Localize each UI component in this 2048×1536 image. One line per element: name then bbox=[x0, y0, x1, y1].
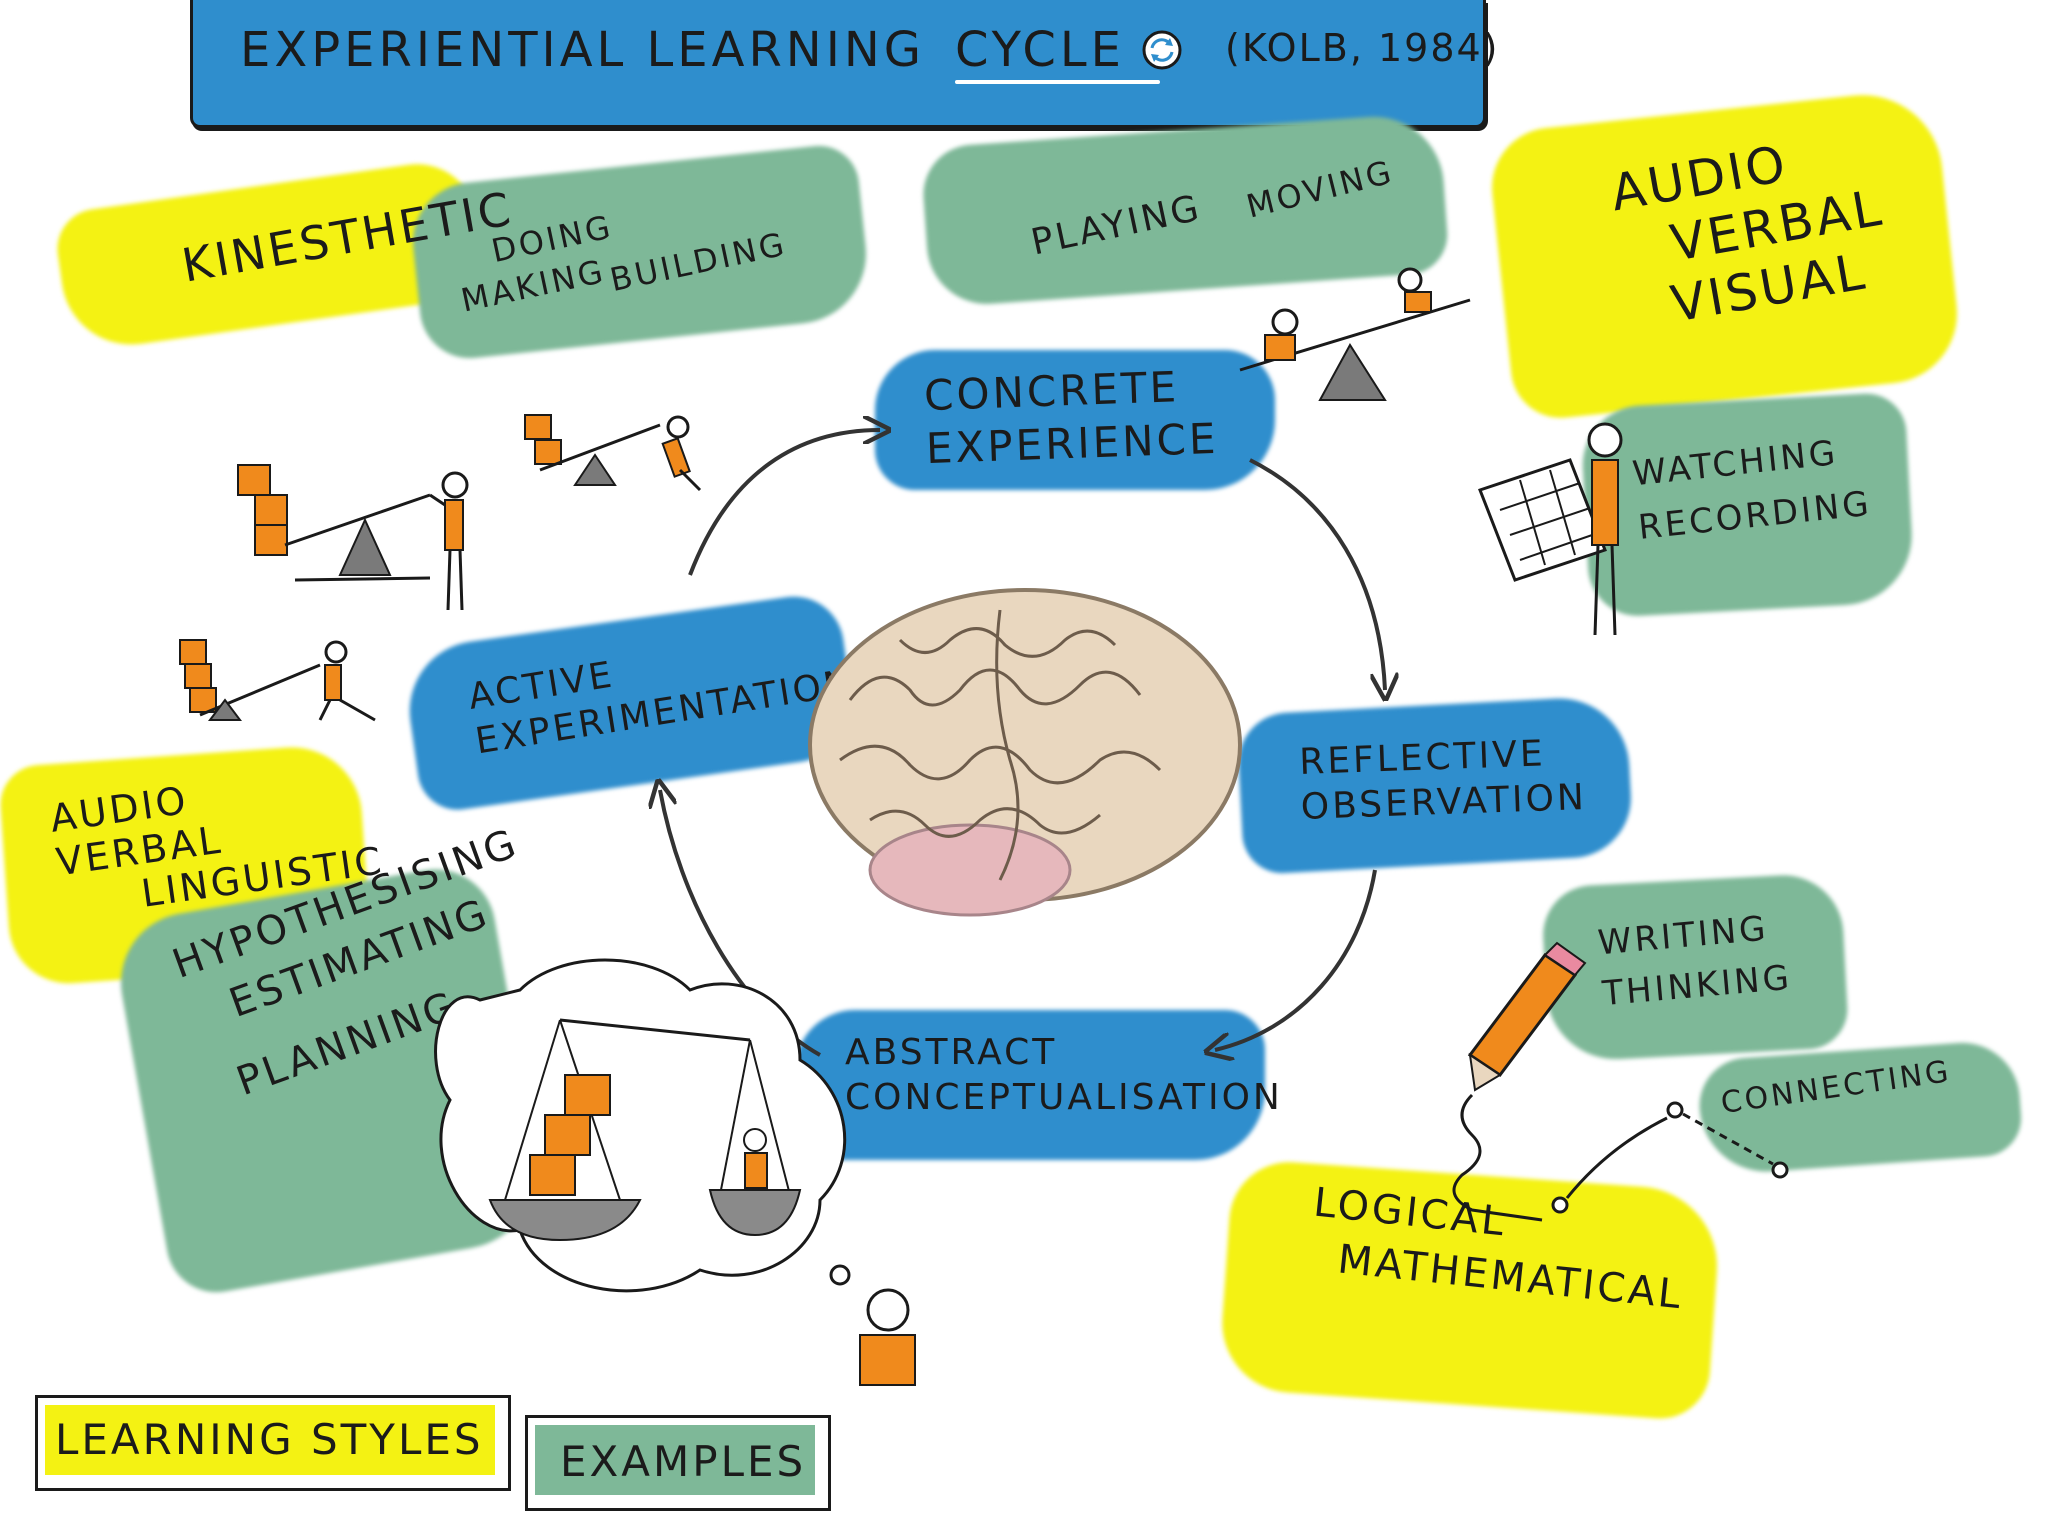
thought-bubble-scales bbox=[434, 958, 851, 1293]
concrete-experience-highlight bbox=[875, 350, 1275, 490]
title-banner bbox=[190, 0, 1486, 128]
seesaw-blocks-large bbox=[237, 464, 469, 611]
legend-styles-swatch bbox=[45, 1405, 495, 1475]
abstract-conceptualisation-highlight bbox=[795, 1010, 1265, 1160]
arrow-active-to-concrete bbox=[688, 430, 880, 576]
seesaw-people bbox=[1239, 267, 1471, 401]
title-citation: (KOLB, 1984) bbox=[1225, 26, 1500, 70]
seesaw-blocks-small bbox=[524, 414, 702, 492]
abstract-line-2: CONCEPTUALISATION bbox=[845, 1077, 1283, 1118]
title-underline bbox=[955, 80, 1160, 84]
abstract-conceptualisation-label: ABSTRACT CONCEPTUALISATION bbox=[845, 1030, 1283, 1120]
seesaw-blocks-pushing bbox=[179, 639, 376, 722]
title-cycle-word: CYCLE bbox=[955, 22, 1125, 78]
pencil-illustration bbox=[1452, 941, 1587, 1222]
thinking-person bbox=[859, 1288, 916, 1386]
abstract-line-1: ABSTRACT bbox=[845, 1032, 1058, 1073]
cycle-arrows-icon bbox=[1142, 30, 1182, 70]
title-text: EXPERIENTIAL LEARNING bbox=[240, 22, 925, 78]
person-with-chart bbox=[1478, 422, 1623, 636]
arrow-concrete-to-reflective bbox=[1249, 458, 1385, 690]
arrow-reflective-to-abstract bbox=[1215, 869, 1377, 1050]
legend-examples-swatch bbox=[535, 1425, 815, 1495]
legend-examples-label: EXAMPLES bbox=[560, 1437, 807, 1486]
brain-illustration bbox=[808, 588, 1242, 917]
connected-dots bbox=[1551, 1101, 1789, 1214]
legend-styles-label: LEARNING STYLES bbox=[55, 1415, 484, 1464]
